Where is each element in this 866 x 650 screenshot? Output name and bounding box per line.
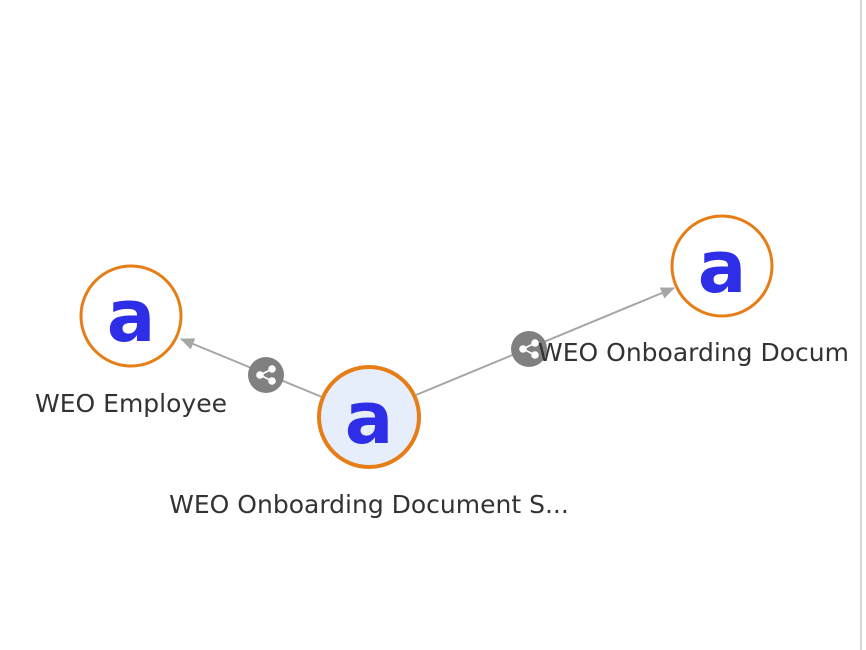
node-label: WEO Onboarding Document S... bbox=[169, 490, 569, 519]
node-type-icon: a bbox=[345, 376, 394, 460]
node-weo-onboarding-document[interactable]: a WEO Onboarding Docum bbox=[538, 214, 849, 367]
panel-divider bbox=[860, 0, 862, 650]
node-label: WEO Employee bbox=[35, 389, 227, 418]
share-node-icon bbox=[519, 339, 539, 359]
node-type-icon: a bbox=[698, 225, 747, 309]
node-weo-onboarding-document-set[interactable]: a WEO Onboarding Document S... bbox=[169, 365, 569, 519]
edge-badge[interactable] bbox=[248, 357, 284, 393]
node-weo-employee[interactable]: a WEO Employee bbox=[35, 264, 227, 418]
share-node-icon bbox=[256, 365, 276, 385]
edge-docset-to-employee[interactable] bbox=[180, 338, 323, 398]
edge-badge[interactable] bbox=[511, 331, 547, 367]
node-label: WEO Onboarding Docum bbox=[538, 338, 849, 367]
node-type-icon: a bbox=[107, 274, 156, 358]
edge-docset-to-doc[interactable] bbox=[415, 287, 675, 396]
